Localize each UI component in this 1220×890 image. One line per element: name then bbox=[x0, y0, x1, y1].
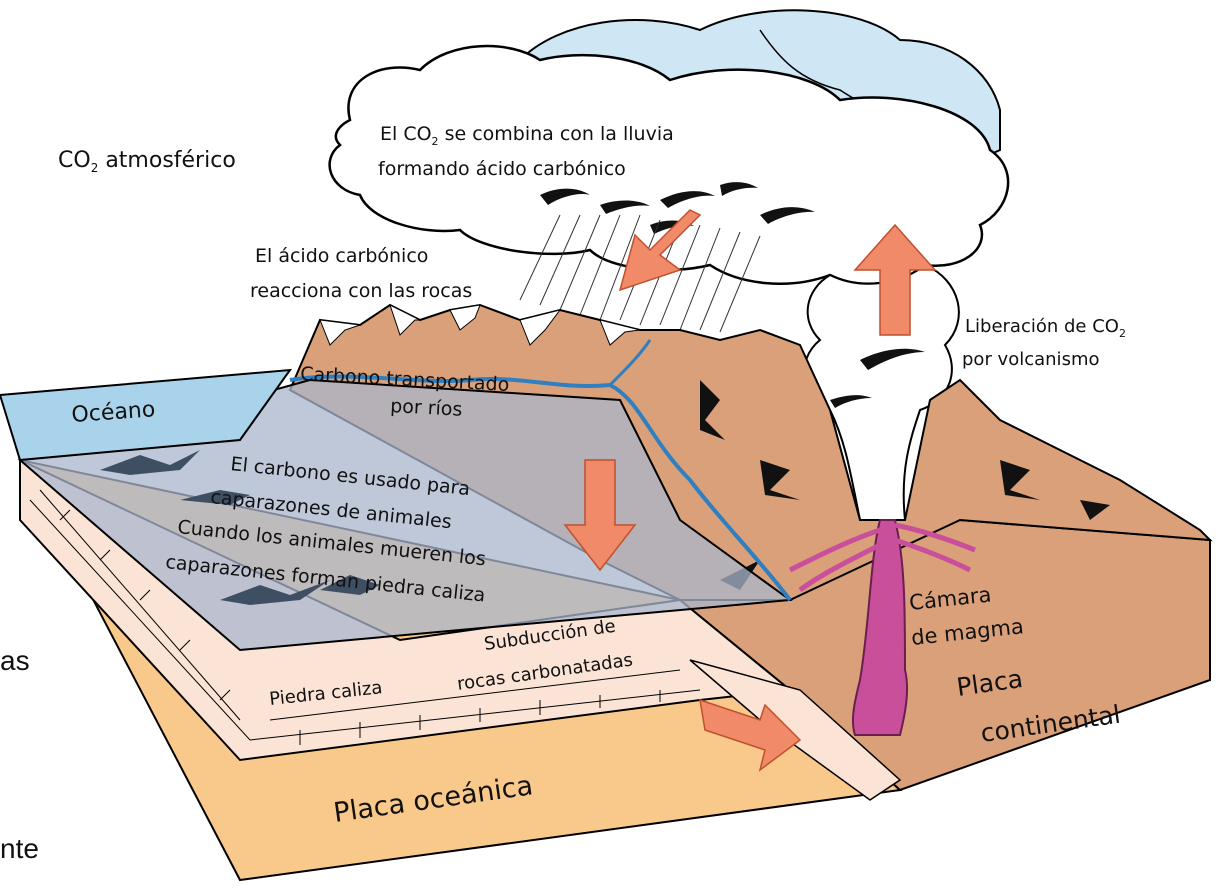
cut-off-text-2: nte bbox=[0, 833, 39, 864]
rain-label-line1: El CO2 se combina con la lluvia bbox=[380, 123, 674, 148]
acid-label-line1: El ácido carbónico bbox=[255, 245, 428, 267]
atmospheric-co2-label: CO2 atmosférico bbox=[58, 148, 236, 175]
rivers-label-line2: por ríos bbox=[390, 395, 463, 421]
volcano-label-line2: por volcanismo bbox=[962, 349, 1100, 370]
volcano-label-line1: Liberación de CO2 bbox=[965, 316, 1126, 340]
acid-label-line2: reacciona con las rocas bbox=[250, 280, 472, 302]
rain-label-line2: formando ácido carbónico bbox=[378, 158, 626, 180]
cut-off-text-1: as bbox=[0, 645, 30, 676]
